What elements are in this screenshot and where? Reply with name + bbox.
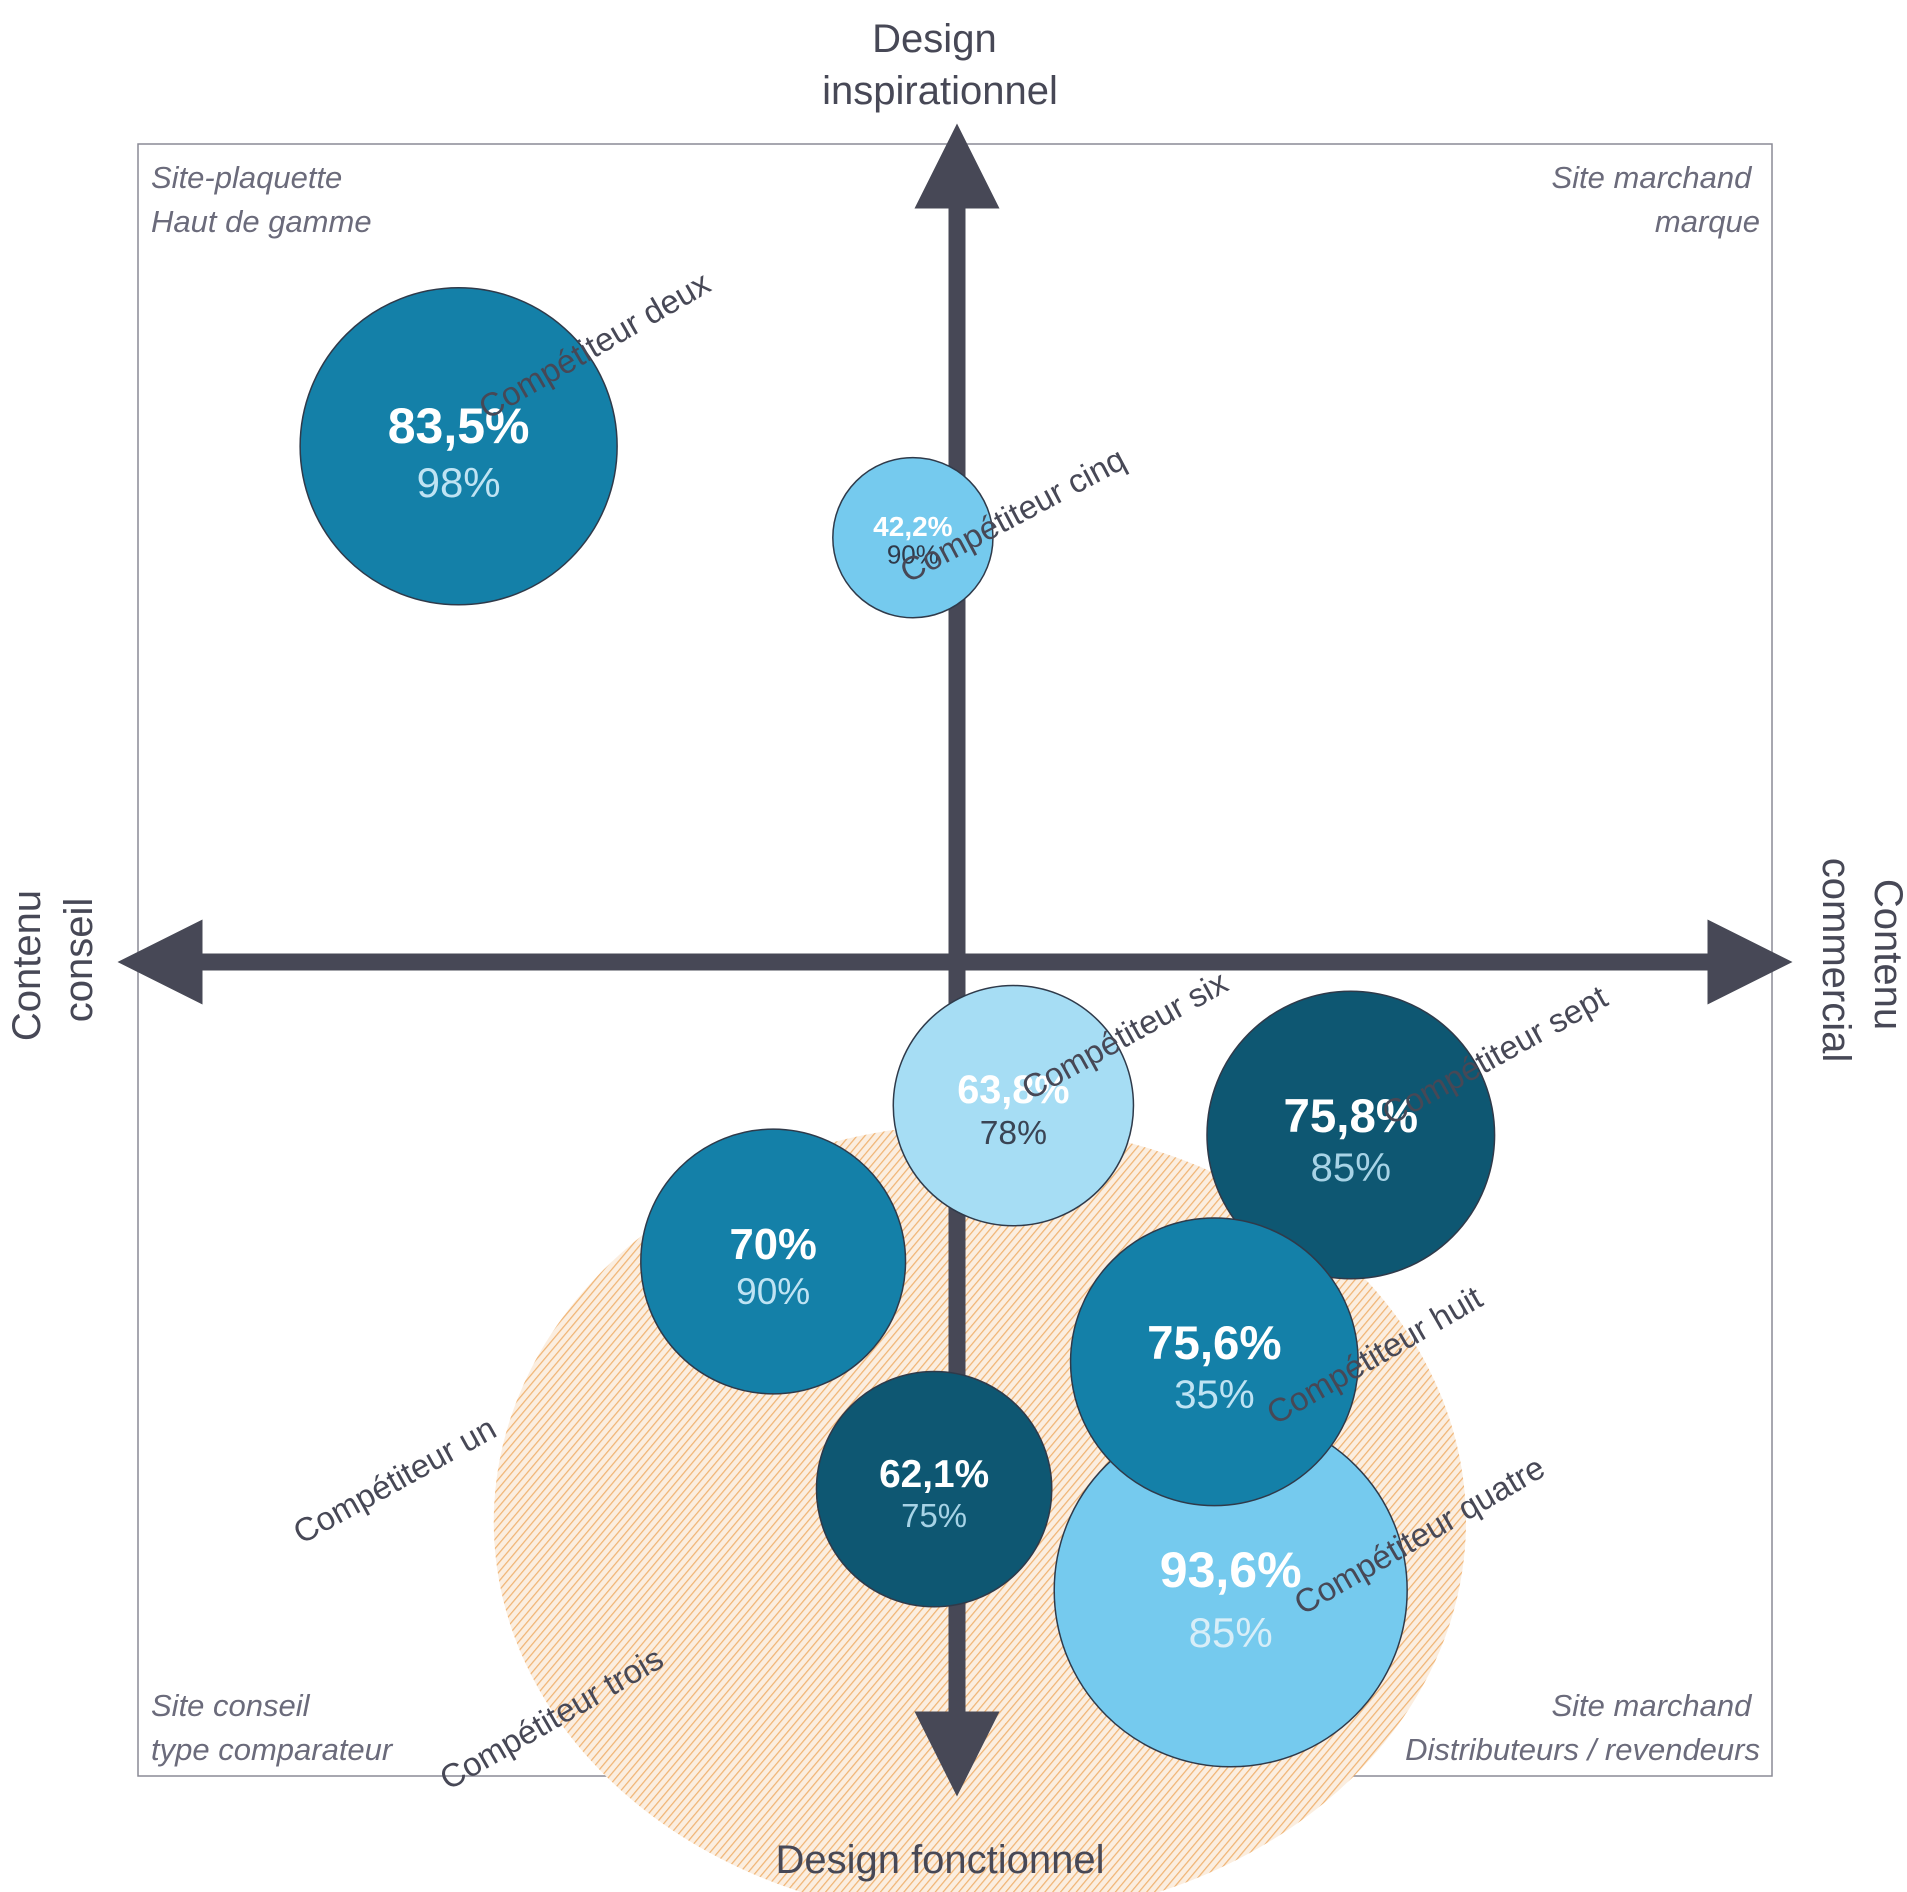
bubble	[640, 1128, 907, 1395]
quadrant-label-bottom-right: Site marchand Distributeurs / revendeurs	[1405, 1688, 1760, 1767]
bubble-sub-value: 90%	[887, 539, 939, 569]
bubble-group: 75,6%35%	[1069, 1217, 1359, 1507]
axis-title-top: Design inspirationnel	[822, 17, 1058, 113]
bubble-group: 42,2%90%	[832, 456, 994, 619]
axis-title-right: Contenu commercial	[1814, 858, 1907, 1062]
bubble	[892, 984, 1135, 1227]
bubble-group: 75,8%85%	[1206, 990, 1496, 1280]
bubble-sub-value: 78%	[980, 1115, 1047, 1152]
quadrant-label-top-right: Site marchand marque	[1551, 160, 1760, 239]
bubble-sub-value: 85%	[1189, 1609, 1273, 1656]
bubble-main-value: 75,6%	[1147, 1317, 1282, 1370]
bubble	[815, 1370, 1053, 1608]
bubble	[1206, 990, 1496, 1280]
bubble-sub-value: 90%	[736, 1270, 810, 1312]
bubble-group: 83,5% 98%	[299, 287, 618, 606]
bubble-sub-value: 85%	[1311, 1145, 1392, 1190]
bubble-sub-value: 98%	[417, 459, 501, 506]
bubble-main-value: 42,2%	[873, 511, 952, 542]
bubble-group: 70%90%	[640, 1128, 907, 1395]
bubble	[299, 287, 618, 606]
quadrant-label-top-left: Site-plaquette Haut de gamme	[151, 160, 372, 239]
bubble-main-value: 83,5%	[388, 398, 530, 454]
bubble-sub-value: 35%	[1174, 1372, 1255, 1417]
bubble-main-value: 62,1%	[879, 1453, 989, 1496]
axis-title-left: Contenu conseil	[5, 879, 101, 1041]
bubble-main-value: 75,8%	[1284, 1090, 1419, 1143]
bubble-group: 93,6% 85%	[1053, 1413, 1408, 1768]
bubble-main-value: 93,6%	[1160, 1542, 1302, 1598]
quadrant-label-bottom-left: Site conseil type comparateur	[151, 1688, 394, 1767]
bubble-main-value: 63,8%	[957, 1068, 1069, 1112]
axis-title-bottom: Design fonctionnel	[775, 1838, 1104, 1882]
bubble-group: 62,1%75%	[815, 1370, 1053, 1608]
bubble	[1069, 1217, 1359, 1507]
bubble-sub-value: 75%	[901, 1497, 967, 1534]
bubble-group: 63,8%78%	[892, 984, 1135, 1227]
bubble-layer: 83,5%98%Compétiteur deux42,2%90%Compétit…	[287, 264, 1614, 1797]
bubble	[832, 456, 994, 619]
bubble-main-value: 70%	[729, 1220, 816, 1269]
